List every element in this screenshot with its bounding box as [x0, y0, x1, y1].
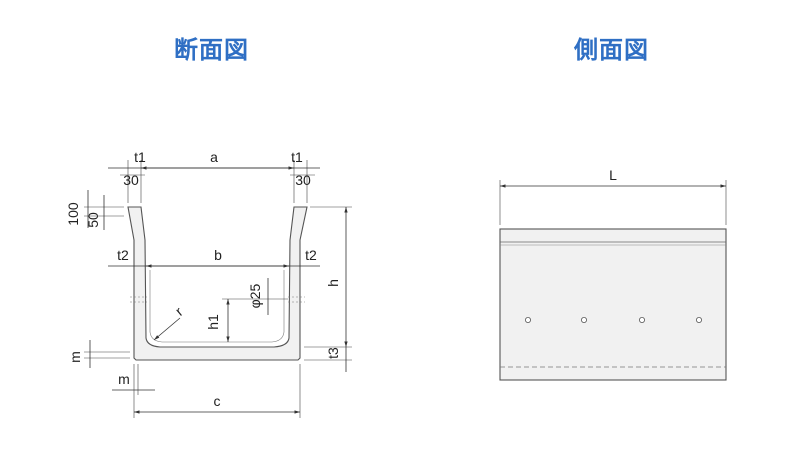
label-50: 50 [85, 212, 101, 228]
leader-r [153, 317, 181, 341]
label-m-left: m [67, 351, 83, 363]
label-a: a [210, 149, 218, 165]
inner-fillet-line [149, 270, 285, 343]
label-t2-right: t2 [305, 247, 317, 263]
label-h: h [325, 279, 341, 287]
drain-hole-1 [525, 316, 532, 323]
label-30-right: 30 [295, 172, 311, 188]
label-t2-left: t2 [117, 247, 129, 263]
side-body [499, 228, 727, 381]
label-m-bottom: m [118, 371, 130, 387]
channel-profile [127, 206, 308, 361]
label-r: r [172, 303, 186, 318]
side-view-title: 側面図 [574, 36, 649, 64]
label-c: c [214, 393, 221, 409]
label-30-left: 30 [123, 172, 139, 188]
label-100: 100 [65, 202, 81, 226]
label-t1-left: t1 [134, 149, 146, 165]
label-L: L [609, 167, 617, 183]
drain-hole-2 [581, 316, 588, 323]
label-t1-right: t1 [291, 149, 303, 165]
label-b: b [214, 247, 222, 263]
drain-hole-4 [696, 316, 703, 323]
label-t3: t3 [325, 347, 341, 359]
section-view: a t1 t1 30 30 100 50 b t2 t2 h t3 φ25 [65, 149, 352, 418]
label-phi25: φ25 [247, 283, 263, 308]
label-h1: h1 [205, 314, 221, 330]
side-view: L [499, 167, 727, 381]
section-view-title: 断面図 [174, 36, 249, 64]
drain-hole-3 [639, 316, 646, 323]
